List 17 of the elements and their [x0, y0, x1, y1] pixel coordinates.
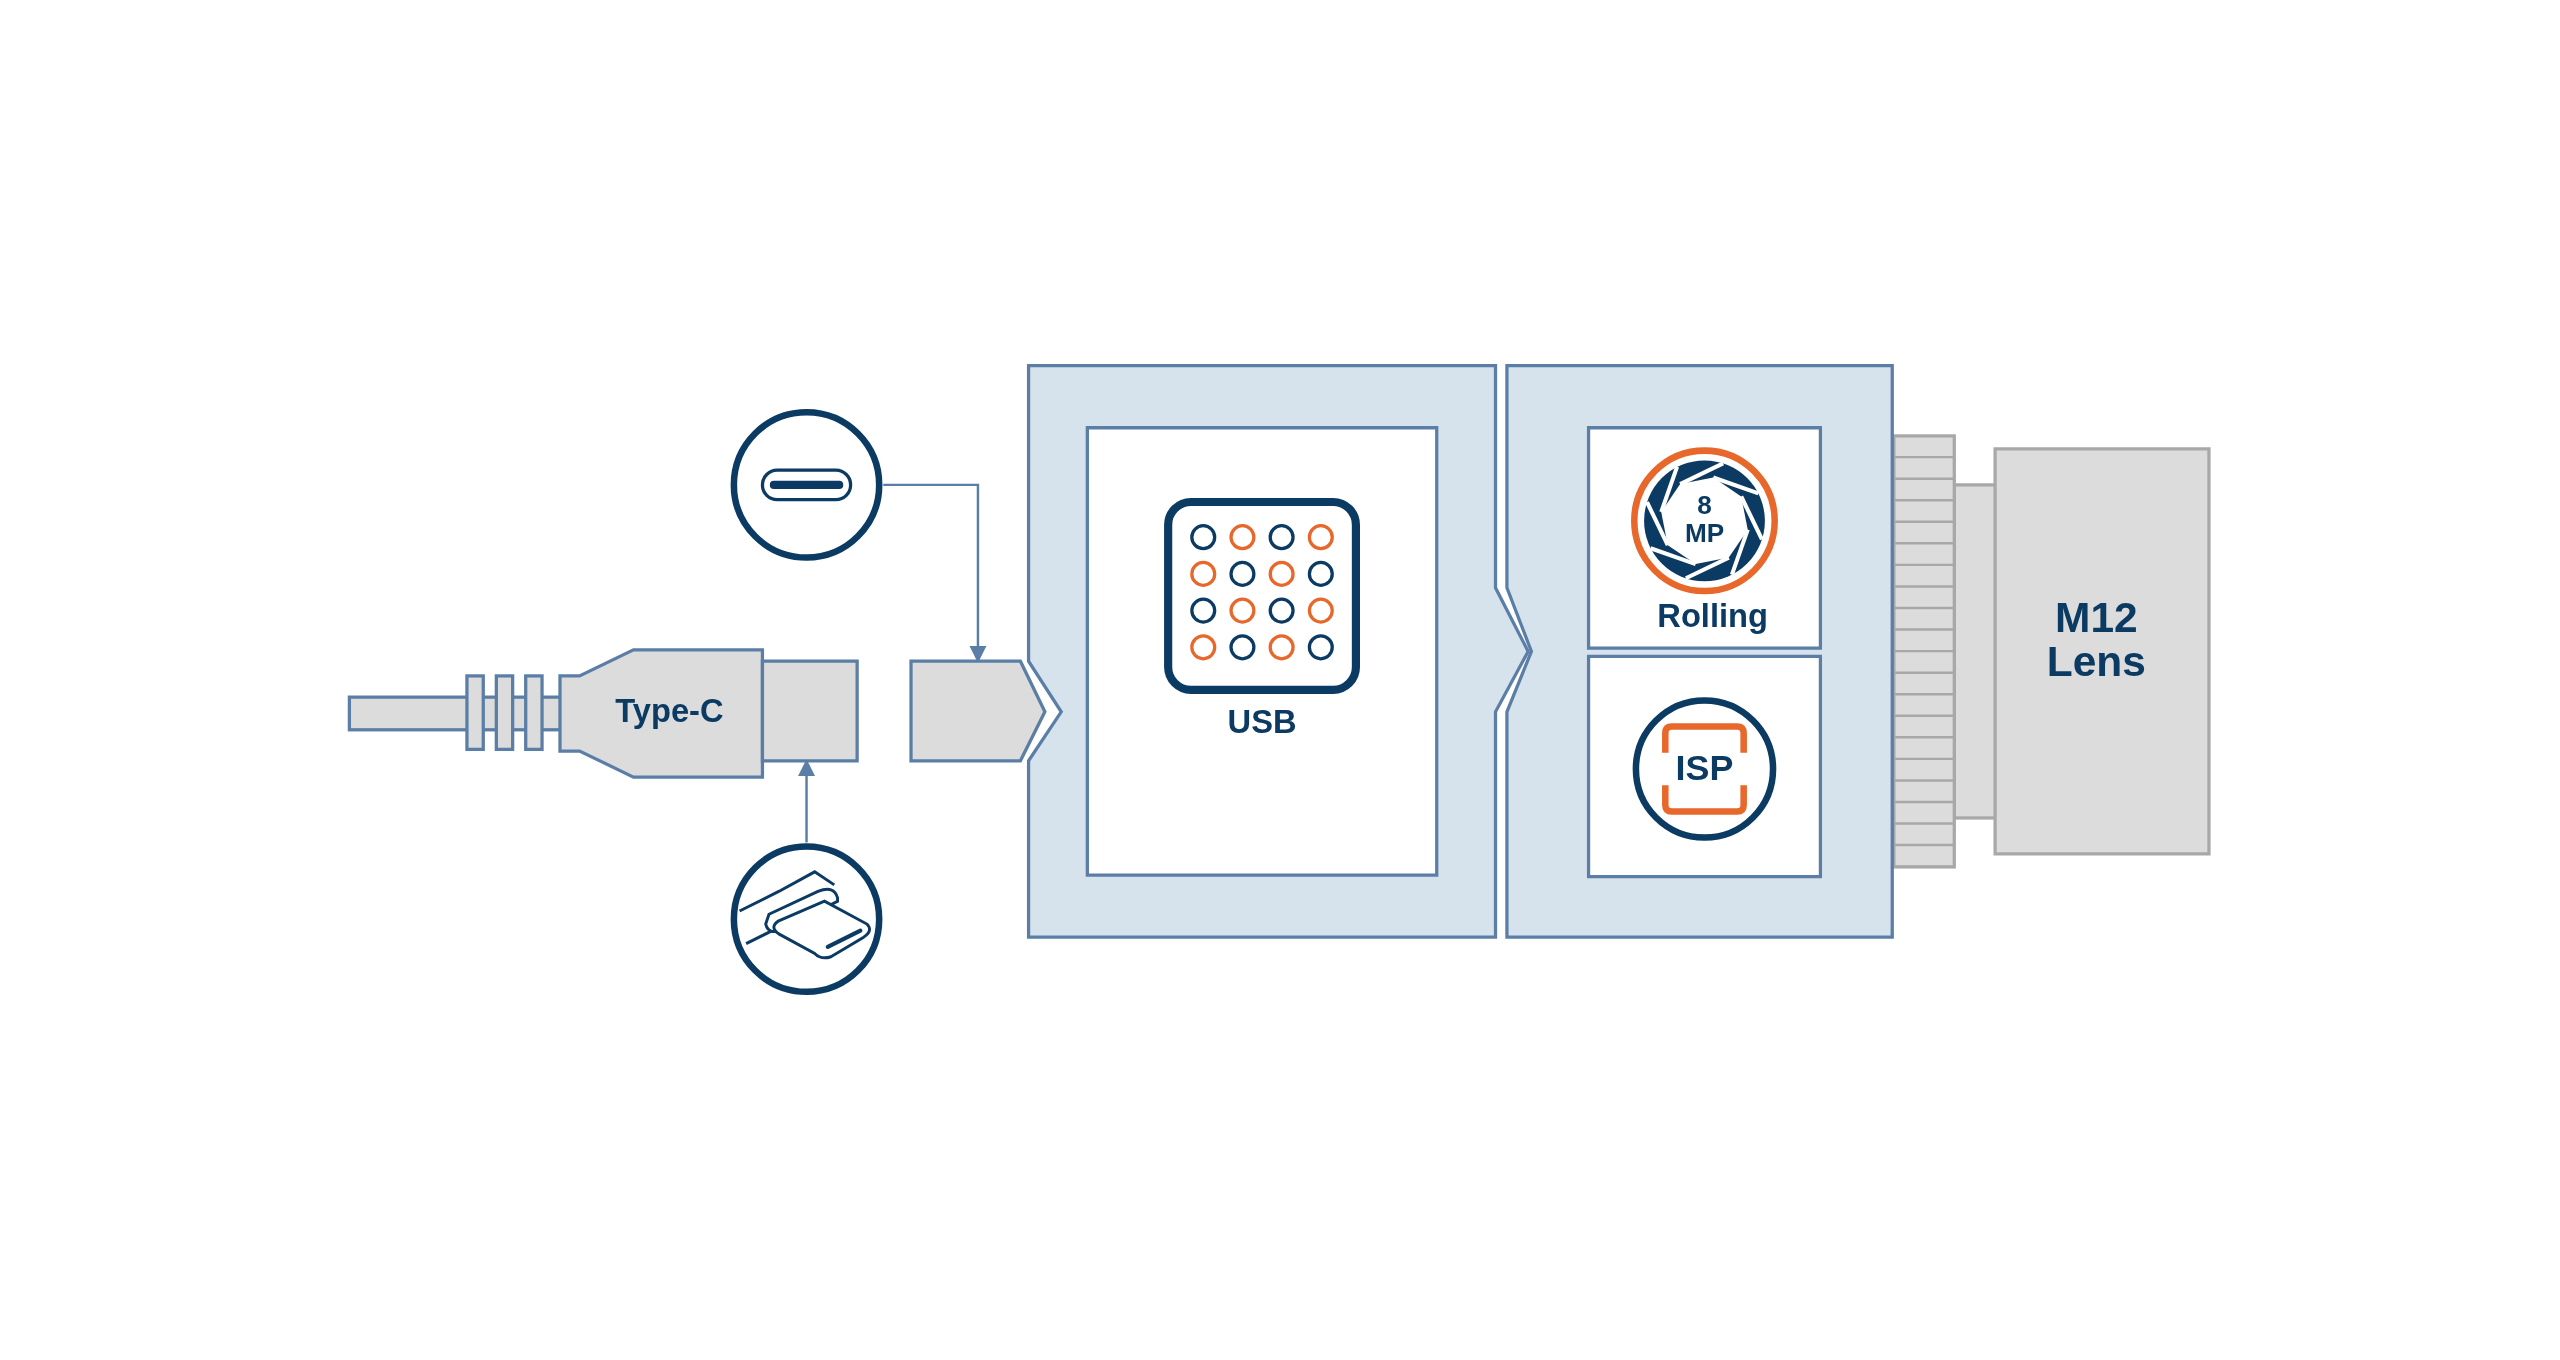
plug-body [560, 649, 763, 778]
connector-port-icon [729, 408, 884, 562]
node-label: Type-C [614, 693, 725, 729]
module-panel [1506, 365, 1893, 938]
node-label: Rolling [1656, 599, 1769, 634]
node-label: USB [1226, 705, 1298, 740]
module-panel [1028, 365, 1529, 938]
connector-plug-icon [729, 842, 884, 996]
interface-card [1087, 427, 1437, 876]
lens-body [1995, 449, 2209, 854]
node-label: ISP [1674, 749, 1735, 788]
node-label: M12 Lens [2045, 595, 2147, 686]
node-label: 8 MP [1683, 493, 1726, 548]
processor-card [1588, 656, 1821, 877]
socket-box [911, 661, 1045, 761]
plug-tip [762, 661, 858, 761]
sensor-card [1588, 427, 1821, 649]
